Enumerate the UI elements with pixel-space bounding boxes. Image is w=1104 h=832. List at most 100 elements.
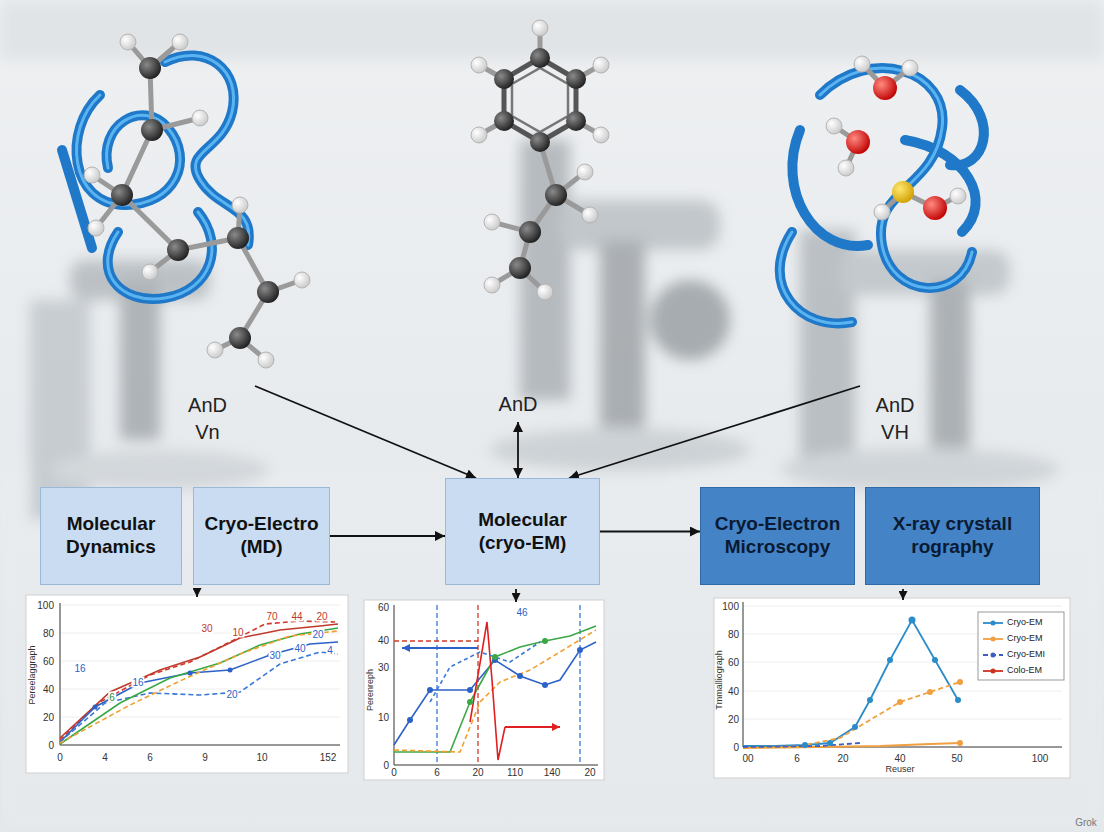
data-label: 30 xyxy=(268,650,281,661)
protein-molecule xyxy=(88,220,104,236)
benzene-molecule xyxy=(537,284,553,300)
blurred-microscopes xyxy=(0,0,1104,60)
node-label: Cryo-Electro (MD) xyxy=(200,513,323,559)
line-chart xyxy=(957,679,963,685)
protein-molecule xyxy=(122,195,178,250)
tick-label: 50 xyxy=(951,753,962,764)
tick-label: 10 xyxy=(378,712,389,723)
line-chart xyxy=(60,628,338,744)
protein-molecule xyxy=(854,56,870,72)
node-label: AnD xyxy=(499,392,538,417)
blurred-microscopes xyxy=(650,280,730,360)
protein-molecule xyxy=(846,130,870,154)
protein-molecule xyxy=(142,264,158,280)
legend-sample xyxy=(983,669,1003,674)
line-chart xyxy=(802,742,808,748)
line-chart xyxy=(60,661,340,662)
node-sublabel: VH xyxy=(881,420,909,445)
blurred-microscopes xyxy=(120,280,160,440)
blurred-microscopes xyxy=(780,448,1060,492)
tick-label: 0 xyxy=(391,767,397,778)
method-box: Molecular (cryo-EM) xyxy=(445,478,600,585)
tick-label: 152 xyxy=(320,752,337,763)
line-chart xyxy=(802,617,961,749)
protein-molecule xyxy=(77,55,249,298)
line-chart xyxy=(394,626,596,752)
tick-label: 6 xyxy=(434,767,440,778)
data-label: 16 xyxy=(73,663,86,674)
line-chart xyxy=(827,740,833,746)
line-chart xyxy=(577,647,583,653)
data-label: 10 xyxy=(231,627,244,638)
line-chart xyxy=(467,687,473,693)
protein-molecule xyxy=(77,95,181,205)
protein-molecule xyxy=(77,95,181,205)
legend-samples xyxy=(983,621,1003,674)
protein-molecule xyxy=(84,167,100,183)
line-chart xyxy=(228,668,233,673)
protein-molecule xyxy=(780,56,984,323)
benzene-molecule xyxy=(471,127,487,143)
tick-label: 0 xyxy=(48,740,54,751)
tick-label: 80 xyxy=(728,629,739,640)
legend-label: Colo-EM xyxy=(1007,666,1042,676)
node-label: X-ray crystall rography xyxy=(872,513,1033,559)
line-chart xyxy=(60,621,335,740)
line-chart xyxy=(188,671,193,676)
line-chart xyxy=(909,617,916,624)
line-chart xyxy=(932,657,938,663)
legend-box xyxy=(978,612,1064,680)
watermark: Grok xyxy=(1075,817,1097,828)
tick-label: 6 xyxy=(147,752,153,763)
data-label: 70 xyxy=(265,611,278,622)
tick-label: 40 xyxy=(43,684,54,695)
legend-sample xyxy=(983,653,1003,658)
protein-molecule xyxy=(874,204,890,220)
benzene-molecule xyxy=(530,132,550,152)
benzene-molecule xyxy=(471,20,609,300)
tick-label: 100 xyxy=(1032,753,1049,764)
blurred-microscopes xyxy=(0,470,1104,832)
protein-molecule xyxy=(820,68,972,288)
line-chart xyxy=(60,603,61,745)
line-chart xyxy=(364,600,604,780)
protein-molecule xyxy=(120,34,136,50)
line-chart xyxy=(743,719,1062,720)
line-chart xyxy=(60,605,340,606)
data-label: 20 xyxy=(311,629,324,640)
protein-molecule xyxy=(111,184,133,206)
axis-title: Pereelaggraph xyxy=(28,645,38,704)
data-label: 40 xyxy=(293,643,306,654)
protein-molecule xyxy=(84,34,310,368)
node-label: Molecular (cryo-EM) xyxy=(452,509,593,555)
protein-molecule xyxy=(229,327,251,349)
line-chart xyxy=(743,620,958,746)
benzene-molecule xyxy=(494,111,514,131)
line-chart xyxy=(364,600,604,780)
protein-molecule xyxy=(62,34,310,368)
method-box: Molecular Dynamics xyxy=(40,487,182,585)
protein-molecule xyxy=(780,68,972,323)
protein-molecule xyxy=(207,342,223,358)
tick-label: 40 xyxy=(378,635,389,646)
blurred-microscopes xyxy=(50,450,270,490)
tick-label: 40 xyxy=(728,686,739,697)
tick-label: 60 xyxy=(43,656,54,667)
connector-arrow xyxy=(517,422,519,478)
benzene-molecule xyxy=(494,48,586,279)
down-arrow xyxy=(197,589,903,602)
benzene-molecule xyxy=(582,207,598,223)
line-chart xyxy=(93,653,273,710)
tick-label: 20 xyxy=(837,753,848,764)
node-label: Molecular Dynamics xyxy=(47,513,175,559)
down-arrow xyxy=(515,589,517,602)
blurred-microscopes xyxy=(490,428,750,472)
line-chart xyxy=(897,679,963,746)
benzene-molecule xyxy=(532,20,548,36)
line-chart xyxy=(394,622,596,760)
benzene-molecule xyxy=(566,111,586,131)
tick-label: 20 xyxy=(584,767,595,778)
protein-molecule xyxy=(826,118,842,134)
line-chart xyxy=(60,631,338,743)
